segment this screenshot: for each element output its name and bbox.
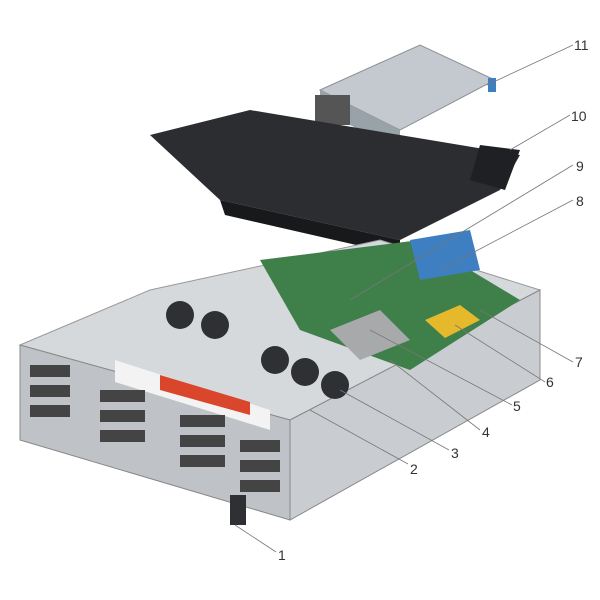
callout-5: 5 [513, 398, 521, 414]
callout-11: 11 [574, 37, 589, 53]
callout-7: 7 [575, 354, 583, 370]
callout-1: 1 [278, 547, 286, 563]
leader-lines [234, 44, 574, 553]
air-shroud [150, 110, 520, 255]
callout-3: 3 [451, 445, 459, 461]
callout-8: 8 [576, 193, 584, 209]
callout-9: 9 [576, 158, 584, 174]
callout-2: 2 [410, 461, 418, 477]
chassis [18, 230, 542, 525]
callout-6: 6 [546, 374, 554, 390]
callout-4: 4 [482, 424, 490, 440]
callout-labels: 1 2 3 4 5 6 7 8 9 10 11 [278, 37, 589, 563]
expansion-riser [315, 44, 497, 150]
callout-10: 10 [571, 108, 587, 124]
